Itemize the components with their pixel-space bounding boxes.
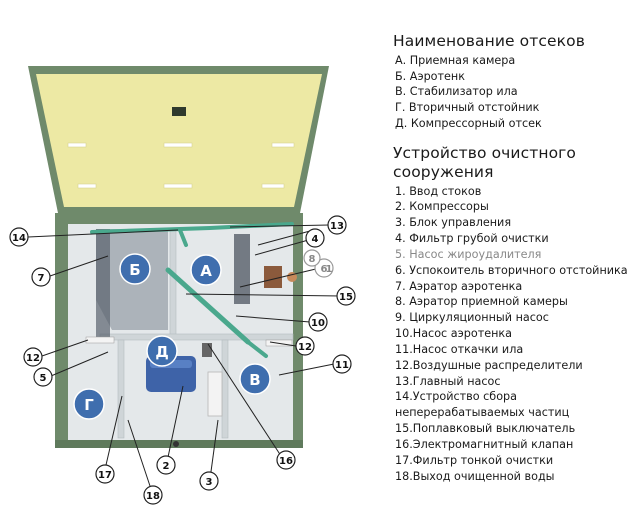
lid-slots — [67, 107, 295, 189]
svg-text:11: 11 — [335, 360, 349, 371]
callouts: 14 7 12 5 17 18 2 3 16 11 12 10 15 6 8 4… — [9, 215, 356, 505]
svg-text:10: 10 — [311, 318, 325, 329]
sections-title: Наименование отсеков — [393, 32, 585, 50]
svg-text:18: 18 — [146, 491, 160, 502]
section-item: А. Приемная камера — [395, 54, 516, 67]
callout-11: 11 — [332, 354, 352, 374]
svg-text:12: 12 — [298, 342, 312, 353]
callout-6: 6 — [314, 258, 334, 278]
sections-list: А. Приемная камера Б. Аэротенк В. Стабил… — [393, 53, 638, 132]
svg-text:13: 13 — [330, 221, 344, 232]
badge-a-label: А — [200, 262, 212, 280]
device-item: 12.Воздушные распределители — [395, 358, 583, 372]
device-item: 14.Устройство сбора неперерабатываемых ч… — [395, 390, 570, 420]
device-item: 9. Циркуляционный насос — [395, 311, 549, 325]
svg-text:2: 2 — [163, 461, 170, 472]
section-item: Д. Компрессорный отсек — [395, 116, 542, 130]
svg-text:7: 7 — [38, 273, 45, 284]
device-item: 16.Электромагнитный клапан — [395, 438, 574, 452]
device-item: 11.Насос откачки ила — [395, 342, 524, 356]
svg-text:16: 16 — [279, 456, 293, 467]
badge-d-label: Д — [155, 343, 168, 361]
device-item: 10.Насос аэротенка — [395, 327, 513, 341]
badge-a: А — [190, 254, 222, 286]
svg-text:15: 15 — [339, 292, 353, 303]
callout-2: 2 — [156, 455, 176, 475]
callout-16: 16 — [276, 450, 296, 470]
callout-15: 15 — [336, 286, 356, 306]
badge-d: Д — [146, 335, 178, 367]
badge-g: Г — [73, 388, 105, 420]
device-item: 4. Фильтр грубой очистки — [395, 232, 549, 246]
callout-10: 10 — [308, 312, 328, 332]
section-item: Г. Вторичный отстойник — [395, 101, 540, 115]
callout-7: 7 — [31, 267, 51, 287]
svg-text:8: 8 — [309, 254, 316, 265]
svg-text:1: 1 — [326, 264, 333, 275]
device-item: 8. Аэратор приемной камеры — [395, 295, 568, 309]
lid-panel — [36, 74, 322, 207]
control-unit — [207, 371, 223, 417]
section-item: В. Стабилизатор ила — [395, 85, 518, 99]
callout-5: 5 — [33, 367, 53, 387]
legend: Наименование отсеков А. Приемная камера … — [393, 32, 638, 485]
device-item: 17.Фильтр тонкой очистки — [395, 453, 554, 467]
svg-text:3: 3 — [206, 477, 213, 488]
callout-8: 8 — [303, 249, 321, 267]
device-item: 7. Аэратор аэротенка — [395, 279, 523, 293]
badge-v-label: В — [249, 371, 260, 389]
svg-text:6: 6 — [321, 264, 328, 275]
device-item: 3. Блок управления — [395, 216, 512, 230]
badge-v: В — [239, 363, 271, 395]
callout-1: 1 — [326, 264, 333, 275]
callout-14: 14 — [9, 227, 29, 247]
leader-lines — [27, 224, 342, 487]
callout-12-left: 12 — [23, 347, 43, 367]
device-item: 1. Ввод стоков — [395, 184, 482, 198]
device-item: 5. Насос жироудалителя — [395, 247, 542, 261]
device-title: Устройство очистного сооружения — [393, 143, 576, 181]
device-list: 1. Ввод стоков 2. Компрессоры 3. Блок уп… — [393, 184, 638, 485]
device-item: 6. Успокоитель вторичного отстойника — [395, 263, 628, 277]
septic-diagram: Б А Д В Г 14 7 12 5 17 18 2 3 16 11 — [9, 66, 356, 505]
svg-text:4: 4 — [312, 234, 319, 245]
svg-text:12: 12 — [26, 353, 40, 364]
section-item: Б. Аэротенк — [395, 69, 465, 83]
svg-text:14: 14 — [12, 233, 26, 244]
svg-text:17: 17 — [98, 470, 112, 481]
badge-b: Б — [119, 253, 151, 285]
callout-12-right: 12 — [295, 336, 315, 356]
device-item: 2. Компрессоры — [395, 200, 489, 214]
compartment-badges: Б А Д В Г — [73, 253, 271, 420]
pipes — [90, 222, 294, 358]
device-item: 13.Главный насос — [395, 374, 501, 388]
badge-g-label: Г — [84, 396, 94, 414]
callout-4: 4 — [305, 228, 325, 248]
badge-b-label: Б — [129, 261, 140, 279]
callout-17: 17 — [95, 464, 115, 484]
callout-3: 3 — [199, 471, 219, 491]
callout-13: 13 — [327, 215, 347, 235]
device-item: 15.Поплавковый выключатель — [395, 422, 576, 436]
device-item: 18.Выход очищенной воды — [395, 469, 555, 483]
svg-text:5: 5 — [40, 373, 47, 384]
callout-18: 18 — [143, 485, 163, 505]
